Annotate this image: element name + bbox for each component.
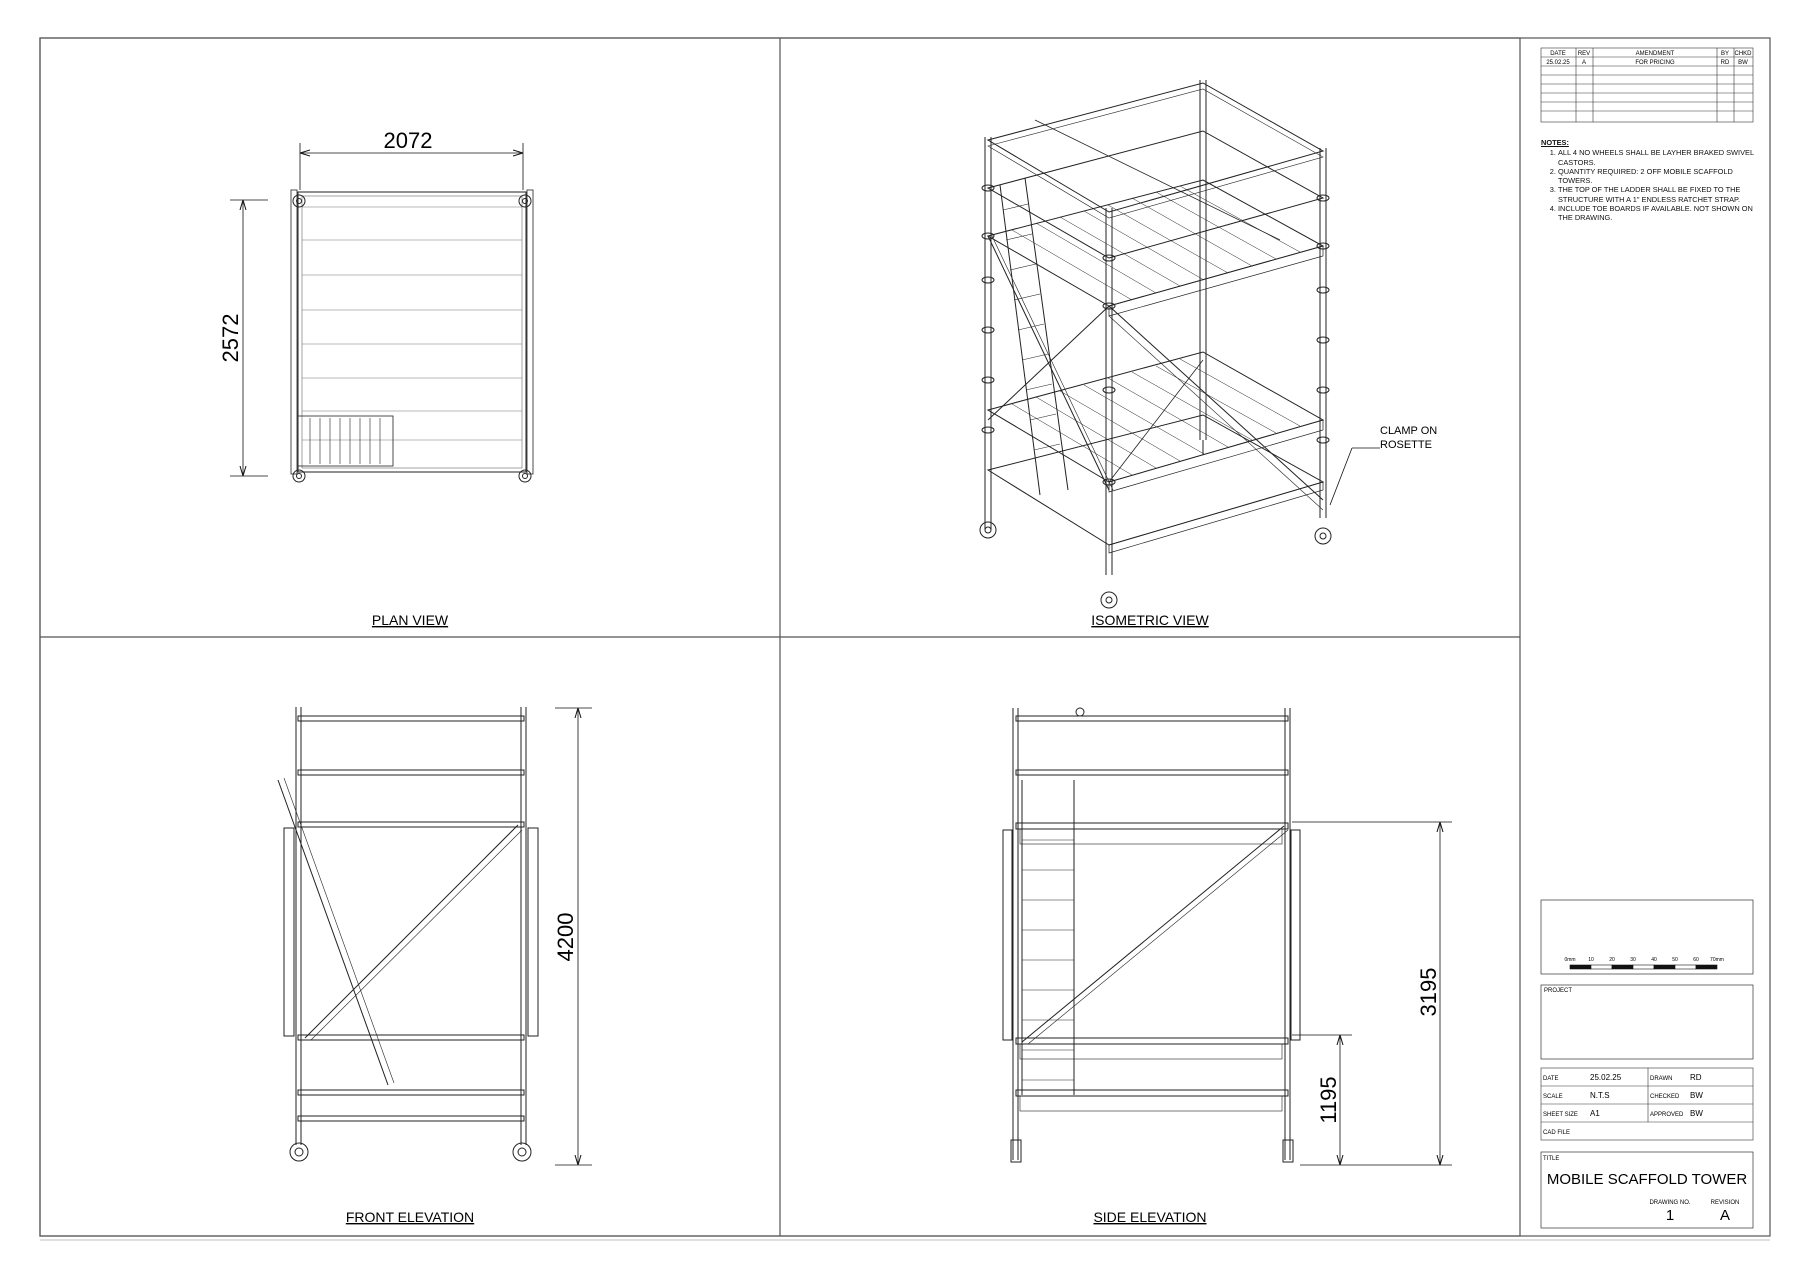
drawing-no-label: DRAWING NO. [1649, 1200, 1690, 1206]
drawn-value: RD [1690, 1073, 1702, 1082]
notes-panel: NOTES: ALL 4 NO WHEELS SHALL BE LAYHER B… [1541, 138, 1755, 222]
cad-file-label: CAD FILE [1543, 1130, 1570, 1136]
scale-tick-7: 70mm [1710, 957, 1724, 963]
plan-depth-dimension [230, 199, 268, 477]
plan-width-value: 2072 [384, 128, 433, 153]
front-height-dimension [555, 707, 592, 1166]
approved-label: APPROVED [1650, 1112, 1684, 1118]
date-value: 25.02.25 [1590, 1073, 1622, 1082]
project-box [1540, 984, 1754, 1060]
front-height-value: 4200 [553, 913, 578, 962]
rev-header-chkd: CHKD [1734, 51, 1752, 57]
rev-header-date: DATE [1550, 51, 1566, 57]
plan-view [290, 189, 534, 483]
drawing-title: MOBILE SCAFFOLD TOWER [1547, 1171, 1747, 1188]
scale-label: SCALE [1543, 1094, 1563, 1100]
title-block [1540, 1151, 1754, 1229]
drawn-label: DRAWN [1650, 1076, 1672, 1082]
rev-row-by: RD [1721, 60, 1730, 66]
scale-tick-5: 50 [1672, 957, 1678, 963]
title-label: TITLE [1543, 1156, 1559, 1162]
side-elevation-view [1002, 707, 1301, 1163]
isometric-view-label: ISOMETRIC VIEW [1091, 612, 1209, 628]
side-lower-value: 1195 [1316, 1076, 1341, 1123]
note-item: QUANTITY REQUIRED: 2 OFF MOBILE SCAFFOLD… [1558, 167, 1755, 186]
drawing-no-value: 1 [1666, 1207, 1674, 1224]
sheet-size-label: SHEET SIZE [1543, 1112, 1578, 1118]
front-elevation-view [277, 707, 539, 1162]
checked-label: CHECKED [1650, 1094, 1680, 1100]
approved-value: BW [1690, 1109, 1703, 1118]
side-upper-dimension [1292, 821, 1452, 1166]
note-item: ALL 4 NO WHEELS SHALL BE LAYHER BRAKED S… [1558, 148, 1755, 167]
rev-header-by: BY [1721, 51, 1729, 57]
side-lower-dimension [1292, 1034, 1352, 1164]
scale-bar [1569, 964, 1718, 970]
rev-row-date: 25.02.25 [1546, 60, 1570, 66]
plan-depth-value: 2572 [218, 314, 243, 363]
rev-header-amendment: AMENDMENT [1636, 51, 1675, 57]
plan-width-dimension [299, 143, 524, 190]
rev-header-rev: REV [1578, 51, 1590, 57]
callout-line-1: CLAMP ON [1380, 425, 1437, 437]
checked-value: BW [1690, 1091, 1703, 1100]
plan-view-label: PLAN VIEW [372, 612, 449, 628]
rev-row-amendment: FOR PRICING [1635, 60, 1675, 66]
scale-tick-3: 30 [1630, 957, 1636, 963]
rev-row-rev: A [1582, 60, 1586, 66]
notes-title: NOTES: [1541, 138, 1569, 147]
rev-row-chkd: BW [1738, 60, 1748, 66]
revision-label: REVISION [1711, 1200, 1740, 1206]
revision-table [1540, 47, 1754, 123]
scale-tick-6: 60 [1693, 957, 1699, 963]
side-elevation-label: SIDE ELEVATION [1093, 1209, 1206, 1225]
scale-value: N.T.S [1590, 1091, 1610, 1100]
scale-tick-0: 0mm [1564, 957, 1575, 963]
info-table [1540, 1067, 1754, 1141]
scale-tick-1: 10 [1588, 957, 1594, 963]
front-elevation-label: FRONT ELEVATION [346, 1209, 474, 1225]
revision-value: A [1720, 1207, 1730, 1224]
notes-list: ALL 4 NO WHEELS SHALL BE LAYHER BRAKED S… [1541, 148, 1755, 222]
clamp-callout-leader [1329, 447, 1380, 506]
scale-bar-box [1540, 899, 1754, 975]
note-item: THE TOP OF THE LADDER SHALL BE FIXED TO … [1558, 185, 1755, 204]
project-label: PROJECT [1544, 988, 1572, 994]
date-label: DATE [1543, 1076, 1559, 1082]
isometric-view [979, 80, 1332, 609]
sheet-size-value: A1 [1590, 1109, 1600, 1118]
scale-tick-4: 40 [1651, 957, 1657, 963]
callout-line-2: ROSETTE [1380, 439, 1432, 451]
side-upper-value: 3195 [1416, 968, 1441, 1017]
note-item: INCLUDE TOE BOARDS IF AVAILABLE. NOT SHO… [1558, 204, 1755, 223]
scale-tick-2: 20 [1609, 957, 1615, 963]
